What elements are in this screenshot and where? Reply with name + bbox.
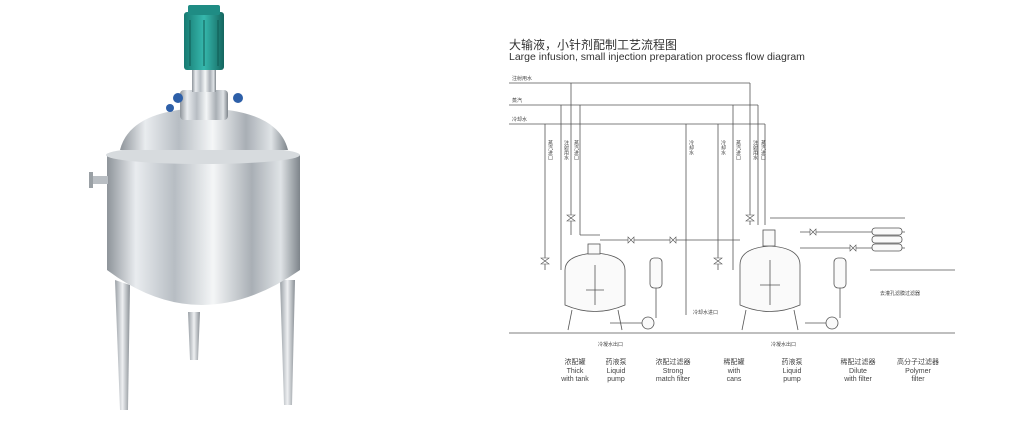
vlabel-1: 蒸汽进口 [547, 140, 553, 160]
pipe-label-to-filter: 去灌孔滤膜过滤器 [880, 291, 921, 297]
pipe-label-condensate-out-2: 冷凝水出口 [771, 342, 797, 348]
vlabel-6: 蒸汽进口 [735, 140, 741, 160]
pipe-label-injection-water: 注射用水 [512, 76, 533, 82]
mixing-tank-photo [89, 5, 300, 410]
pipe-label-condensate-out-1: 冷凝水出口 [598, 342, 624, 348]
diagram-title-en: Large infusion, small injection preparat… [509, 51, 805, 63]
vlabel-8: 蒸汽进口 [760, 140, 766, 160]
vlabel-2: 注射用水 [563, 140, 569, 160]
vlabel-4: 冷却水 [688, 140, 694, 155]
pipe-label-cooling-water-in: 冷却水进口 [693, 310, 719, 316]
vlabel-7: 注射用水 [752, 140, 758, 160]
vlabel-5: 冷却水 [720, 140, 726, 155]
pipe-label-cooling-water: 冷却水 [512, 117, 528, 123]
pipe-label-steam: 蒸汽 [512, 98, 523, 104]
vlabel-3: 蒸汽进口 [573, 140, 579, 160]
diagram-title-cn: 大输液，小针剂配制工艺流程图 [509, 38, 678, 52]
